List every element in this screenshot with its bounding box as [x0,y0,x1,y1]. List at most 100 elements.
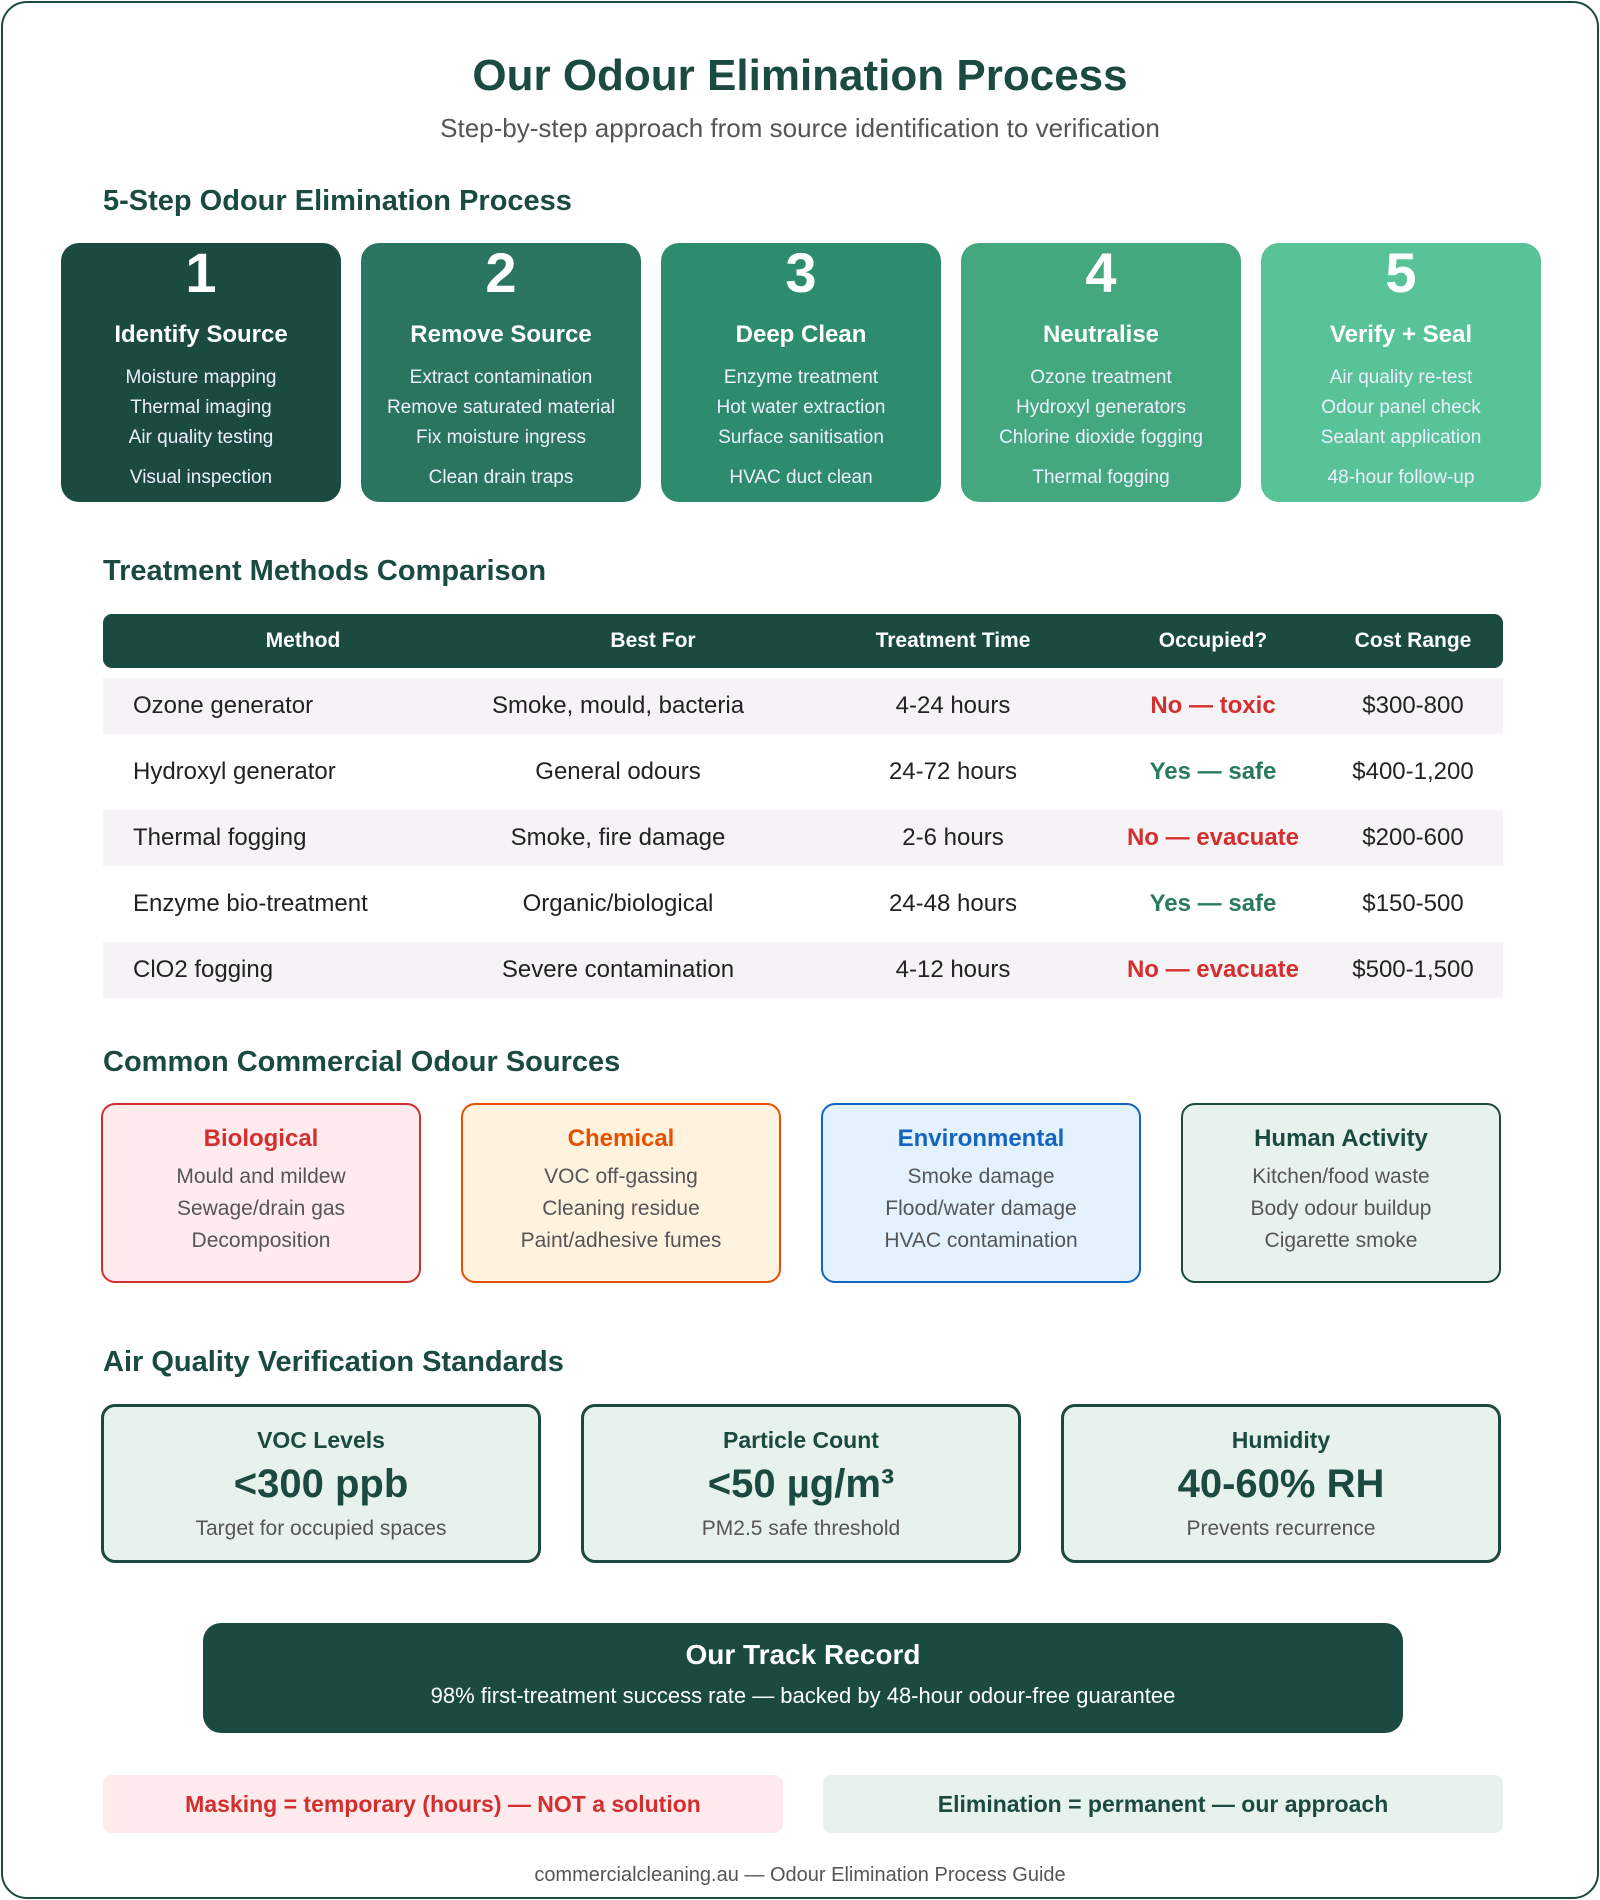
col-time: Treatment Time [875,629,1031,652]
step-item: Odour panel check [1321,397,1481,418]
step-number: 5 [1385,241,1417,304]
cell-time: 4-24 hours [895,692,1011,719]
source-title: Chemical [567,1125,675,1152]
cell-method: Enzyme bio-treatment [133,890,368,917]
step-item: Enzyme treatment [723,367,879,388]
step-title: Neutralise [1042,321,1160,348]
cell-cost: $500-1,500 [1352,956,1474,983]
step-item: Surface sanitisation [718,427,884,448]
source-item: Smoke damage [907,1165,1055,1188]
standard-value: <50 µg/m³ [707,1462,895,1506]
standard-desc: PM2.5 safe threshold [701,1517,901,1540]
step-title: Verify + Seal [1329,321,1473,348]
standard-label: VOC Levels [257,1427,385,1453]
cell-cost: $200-600 [1362,824,1464,851]
step-number: 3 [785,241,817,304]
source-title: Environmental [897,1125,1065,1152]
table-header: Method Best For Treatment Time Occupied?… [103,614,1503,668]
footer: commercialcleaning.au — Odour Eliminatio… [534,1864,1066,1886]
step-item: Air quality testing [128,427,274,448]
step-item: Moisture mapping [125,367,277,388]
cell-method: Thermal fogging [133,824,307,851]
step-item: Visual inspection [129,467,273,488]
step-item: HVAC duct clean [729,467,873,488]
treatment-table: Method Best For Treatment Time Occupied?… [103,614,1503,998]
source-item: HVAC contamination [884,1229,1078,1252]
step-item: Sealant application [1320,427,1482,448]
step-item: Thermal fogging [1032,467,1170,488]
standard-label: Particle Count [723,1427,879,1453]
air-quality-heading: Air Quality Verification Standards [103,1346,564,1378]
step-title: Identify Source [114,321,288,348]
source-item: Decomposition [191,1229,331,1252]
cell-cost: $150-500 [1362,890,1464,917]
track-record-text: 98% first-treatment success rate — backe… [430,1683,1176,1708]
step-title: Remove Source [410,321,592,348]
step-title: Deep Clean [735,321,867,348]
cell-time: 2-6 hours [902,824,1004,851]
cell-occupied: No — evacuate [1126,956,1300,983]
cell-best-for: Severe contamination [501,956,735,983]
step-number: 4 [1085,241,1117,304]
table-row: Thermal fogging Smoke, fire damage 2-6 hou… [103,810,1503,866]
source-title: Biological [203,1125,319,1152]
col-method: Method [265,629,341,652]
step-item: Hydroxyl generators [1015,397,1187,418]
cell-best-for: Smoke, mould, bacteria [491,692,745,719]
cell-cost: $400-1,200 [1352,758,1474,785]
cell-occupied: Yes — safe [1149,758,1277,785]
col-cost: Cost Range [1354,629,1472,652]
step-item: Ozone treatment [1030,367,1172,388]
standard-value: <300 ppb [233,1462,409,1506]
source-item: Body odour buildup [1250,1197,1432,1220]
standard-desc: Prevents recurrence [1186,1517,1376,1540]
cell-occupied: No — evacuate [1126,824,1300,851]
cell-time: 24-48 hours [888,890,1018,917]
treatment-heading: Treatment Methods Comparison [103,555,547,587]
step-number: 2 [485,241,517,304]
page-title: Our Odour Elimination Process [472,51,1128,100]
step-number: 1 [185,241,217,304]
elimination-callout: Elimination = permanent — our approach [823,1775,1503,1833]
standard-desc: Target for occupied spaces [195,1517,447,1540]
step-item: Thermal imaging [130,397,272,418]
source-item: Mould and mildew [176,1165,346,1188]
source-item: Paint/adhesive fumes [520,1229,722,1252]
step-item: Extract contamination [409,367,593,388]
cell-method: Hydroxyl generator [133,758,336,785]
step-item: Clean drain traps [428,467,574,488]
source-item: Kitchen/food waste [1252,1165,1430,1188]
cell-cost: $300-800 [1362,692,1464,719]
step-item: Remove saturated material [386,397,616,418]
source-title: Human Activity [1254,1125,1428,1152]
standard-value: 40-60% RH [1177,1462,1385,1506]
step-item: Fix moisture ingress [416,427,586,448]
source-item: VOC off-gassing [544,1165,698,1188]
step-item: Chlorine dioxide fogging [999,427,1203,448]
masking-callout: Masking = temporary (hours) — NOT a solu… [103,1775,783,1833]
step-item: Hot water extraction [716,397,886,418]
track-record-title: Our Track Record [685,1639,921,1670]
cell-best-for: Smoke, fire damage [510,824,726,851]
